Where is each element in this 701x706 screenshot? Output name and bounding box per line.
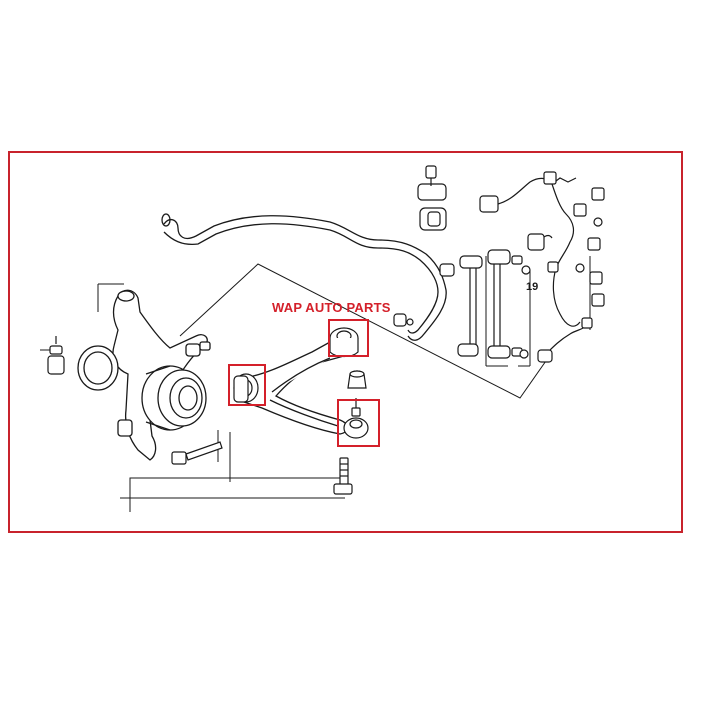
stabilizer-link <box>457 249 531 359</box>
dust-shield-ring <box>77 345 119 391</box>
ball-joint-boot <box>347 370 367 389</box>
highlight-box-ball-joint <box>337 399 380 447</box>
arm-bushing-front <box>233 373 259 403</box>
abs-sensor-harness <box>497 177 587 353</box>
stabilizer-bushing <box>393 165 455 327</box>
highlight-box-rear-bushing <box>328 319 369 357</box>
wheel-hub <box>141 365 207 431</box>
part-ref-number: 19 <box>526 281 539 293</box>
highlight-box-front-bushing <box>228 364 266 406</box>
brand-label: WAP AUTO PARTS <box>272 300 391 315</box>
arm-bolt <box>333 457 353 495</box>
outer-frame <box>8 151 683 533</box>
arm-bushing-rear <box>329 327 359 358</box>
axle-nut <box>47 336 65 375</box>
abs-sensor-parts <box>479 171 605 363</box>
lower-control-arm <box>243 340 349 435</box>
knuckle-bolt <box>171 441 223 465</box>
leader-lines <box>40 214 591 512</box>
ball-joint <box>343 398 369 439</box>
stabilizer-bar <box>161 213 447 341</box>
